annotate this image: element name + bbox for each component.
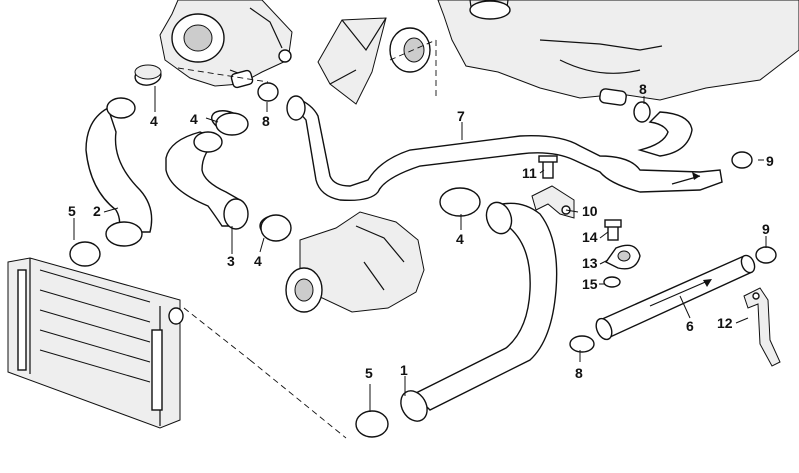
callout-4-top-left: 4 <box>150 113 158 129</box>
bracket-mount <box>317 17 437 105</box>
callout-13: 13 <box>582 255 598 271</box>
small-hardware <box>531 155 641 288</box>
callout-5-lower: 5 <box>365 365 373 381</box>
pipe-bracket <box>743 287 781 367</box>
callout-4-thermostat: 4 <box>190 111 198 127</box>
radiator <box>7 257 347 439</box>
callout-labels: 1 2 3 4 4 4 4 5 5 6 7 8 8 8 9 9 10 11 12… <box>68 81 774 381</box>
callout-1: 1 <box>400 362 408 378</box>
callout-6: 6 <box>686 318 694 334</box>
long-return-hose <box>286 95 723 202</box>
leader-lines <box>73 86 767 412</box>
callout-9-top: 9 <box>766 153 774 169</box>
callout-5-radiator: 5 <box>68 203 76 219</box>
radiator-hose-upper <box>85 64 162 247</box>
callout-11: 11 <box>522 165 537 181</box>
callout-2: 2 <box>93 203 101 219</box>
callout-8-thermostat: 8 <box>262 113 270 129</box>
callout-4-water-pump: 4 <box>254 253 262 269</box>
thermostat-housing <box>159 0 293 89</box>
expansion-tank <box>437 0 799 106</box>
hose-clamps <box>69 112 777 438</box>
callout-10: 10 <box>582 203 598 219</box>
callout-8-pipe: 8 <box>575 365 583 381</box>
callout-14: 14 <box>582 229 598 245</box>
radiator-hose-lower <box>400 201 558 422</box>
callout-12: 12 <box>717 315 733 331</box>
water-pump <box>259 211 425 313</box>
callout-7: 7 <box>457 108 465 124</box>
callout-3: 3 <box>227 253 235 269</box>
thermostat-hose <box>165 82 279 230</box>
callout-8-tank: 8 <box>639 81 647 97</box>
callout-15: 15 <box>582 276 598 292</box>
coolant-pipe <box>595 254 756 341</box>
callout-4-lower-hose: 4 <box>456 231 464 247</box>
callout-9-pipe: 9 <box>762 221 770 237</box>
